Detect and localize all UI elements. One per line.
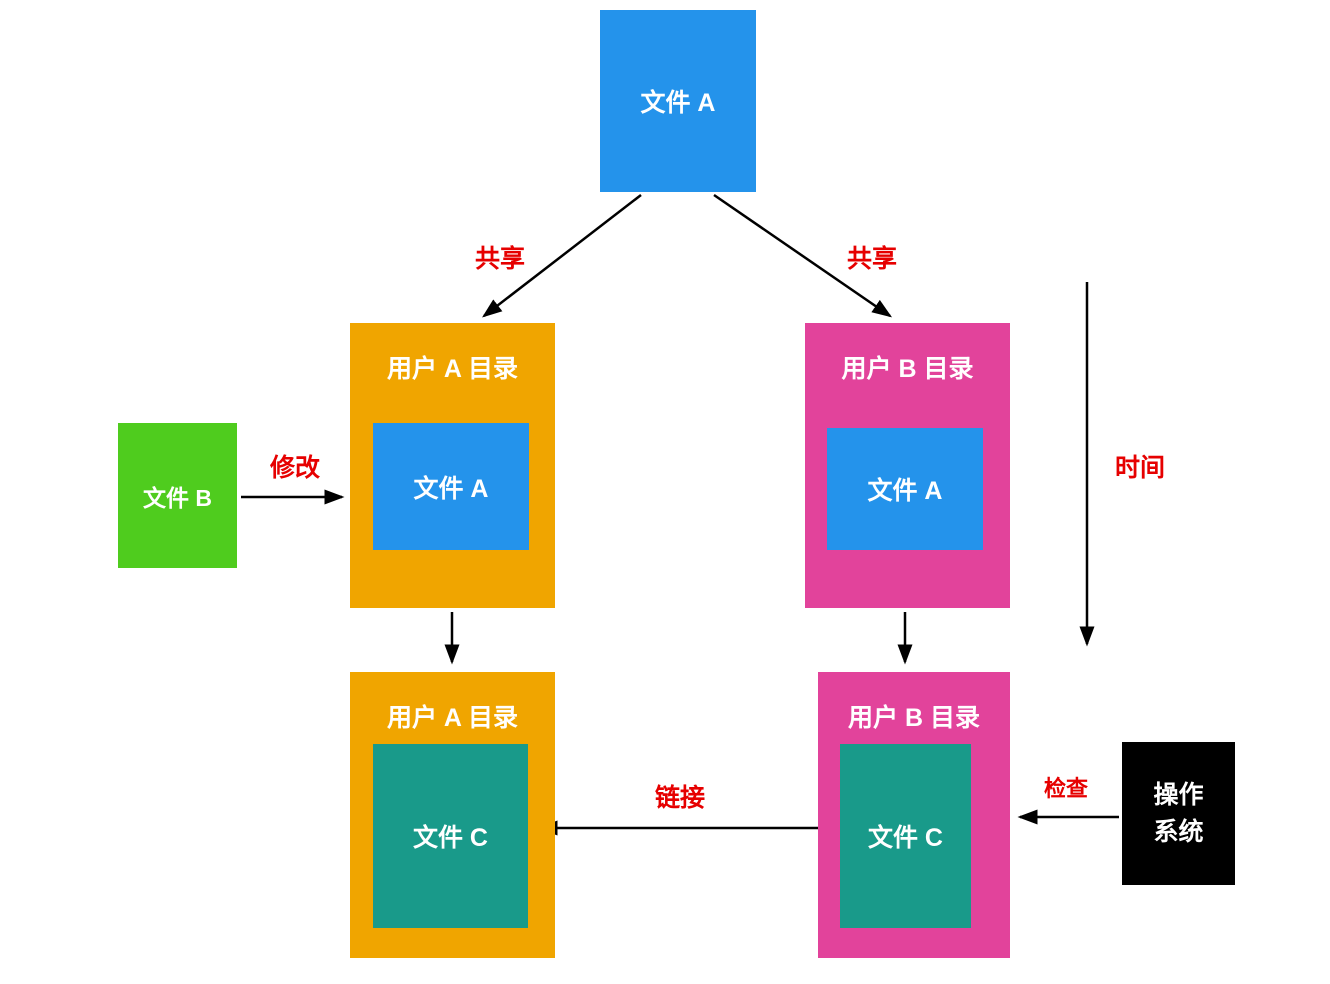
node-os: 操作 系统 — [1122, 742, 1235, 885]
edge-label-share-right: 共享 — [846, 245, 898, 273]
node-file-a-in-user-b-mid: 文件 A — [827, 428, 983, 550]
node-os-label: 操作 系统 — [1153, 781, 1204, 846]
node-user-a-dir-mid-title: 用户 A 目录 — [386, 355, 519, 383]
node-user-a-dir-bottom-title: 用户 A 目录 — [386, 704, 519, 732]
edge-label-time: 时间 — [1114, 454, 1166, 482]
node-file-c-in-user-b-bottom: 文件 C — [840, 744, 971, 928]
node-file-c-in-user-b-bottom-label: 文件 C — [867, 824, 943, 852]
node-file-a-in-user-a-mid: 文件 A — [373, 423, 529, 550]
edge-label-modify: 修改 — [269, 454, 321, 482]
node-file-a-top: 文件 A — [600, 10, 756, 192]
node-user-a-dir-mid: 用户 A 目录 文件 A — [350, 323, 555, 608]
node-user-b-dir-bottom-title: 用户 B 目录 — [848, 704, 980, 732]
edge-label-check: 检查 — [1043, 776, 1089, 801]
node-user-b-dir-mid: 用户 B 目录 文件 A — [805, 323, 1010, 608]
node-user-a-dir-bottom: 用户 A 目录 文件 C — [350, 672, 555, 958]
node-user-b-dir-bottom: 用户 B 目录 文件 C — [818, 672, 1010, 958]
edge-label-link: 链接 — [654, 784, 706, 812]
node-file-b-label: 文件 B — [143, 484, 212, 511]
node-user-b-dir-mid-title: 用户 B 目录 — [841, 355, 974, 383]
node-file-b: 文件 B — [118, 423, 237, 568]
node-file-c-in-user-a-bottom-label: 文件 C — [412, 824, 488, 852]
node-file-c-in-user-a-bottom: 文件 C — [373, 744, 528, 928]
node-file-a-in-user-b-mid-label: 文件 A — [867, 477, 943, 505]
node-file-a-in-user-a-mid-label: 文件 A — [413, 474, 489, 503]
node-file-a-top-label: 文件 A — [640, 89, 716, 117]
edge-label-share-left: 共享 — [474, 245, 526, 273]
